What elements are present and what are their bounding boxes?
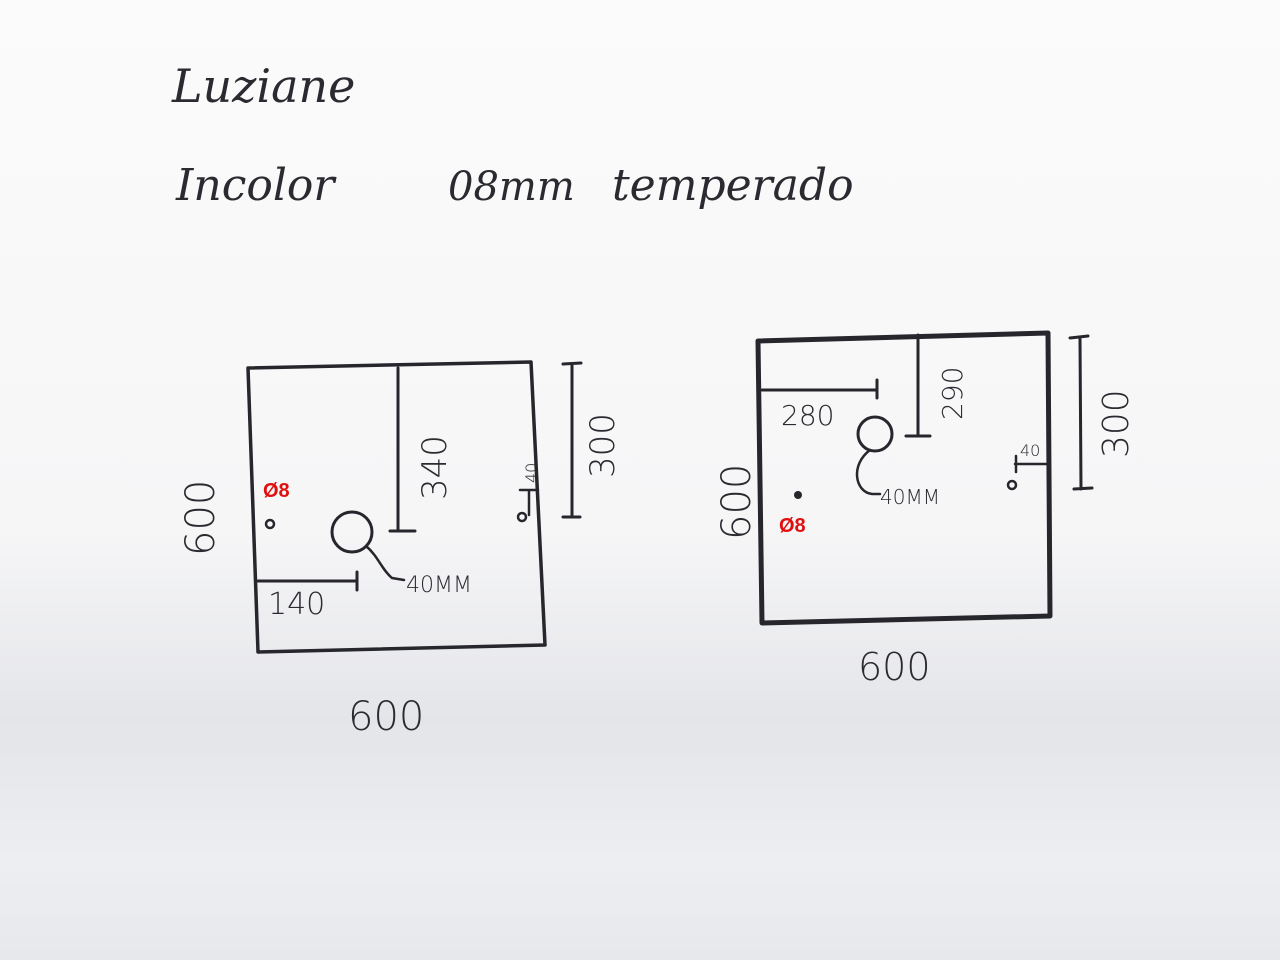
big-hole <box>330 510 374 554</box>
small-hole <box>794 491 802 499</box>
dimension-line-horizontal <box>256 570 359 592</box>
big-hole <box>856 415 894 453</box>
left-offset-label: 140 <box>268 587 325 622</box>
edge-hole <box>516 511 528 523</box>
span-dimension-line <box>561 361 583 519</box>
small-hole-label: Ø8 <box>263 480 290 502</box>
width-label: 600 <box>348 694 424 740</box>
drawing-left: 340 40MM Ø8 140 40 300 600 600 <box>178 360 623 740</box>
span-dimension-line <box>1068 334 1094 491</box>
spec-type: temperado <box>612 160 854 211</box>
small-hole <box>264 518 276 530</box>
edge-hole-offset-label: 40 <box>1020 441 1040 460</box>
edge-dimension-line <box>518 488 540 517</box>
dimension-line-vertical <box>388 366 417 533</box>
big-hole-label: 40MM <box>406 573 472 598</box>
drawing-right: 290 280 40MM Ø8 40 300 600 600 <box>714 330 1137 689</box>
spec-thickness: 08mm <box>448 164 575 210</box>
big-hole-label: 40MM <box>880 485 940 509</box>
leader-arrow <box>364 544 406 582</box>
edge-span-label: 300 <box>583 413 623 478</box>
glass-outline <box>246 360 547 654</box>
edge-hole-offset-label: 40 <box>522 463 541 483</box>
left-offset-label: 280 <box>781 399 834 432</box>
edge-dimension-line <box>1013 454 1050 474</box>
edge-hole <box>1006 479 1018 491</box>
top-offset-label: 340 <box>415 435 455 500</box>
small-hole-label: Ø8 <box>779 515 806 537</box>
client-name: Luziane <box>171 59 355 113</box>
height-label: 600 <box>714 464 760 540</box>
spec-material: Incolor <box>175 160 337 211</box>
top-offset-label: 290 <box>936 367 969 420</box>
leader-arrow <box>855 448 882 496</box>
height-label: 600 <box>178 480 224 556</box>
dimension-line-horizontal <box>760 378 879 400</box>
glass-outline <box>755 330 1053 626</box>
width-label: 600 <box>858 645 931 689</box>
dimension-line-vertical <box>904 333 932 438</box>
edge-span-label: 300 <box>1096 389 1137 458</box>
